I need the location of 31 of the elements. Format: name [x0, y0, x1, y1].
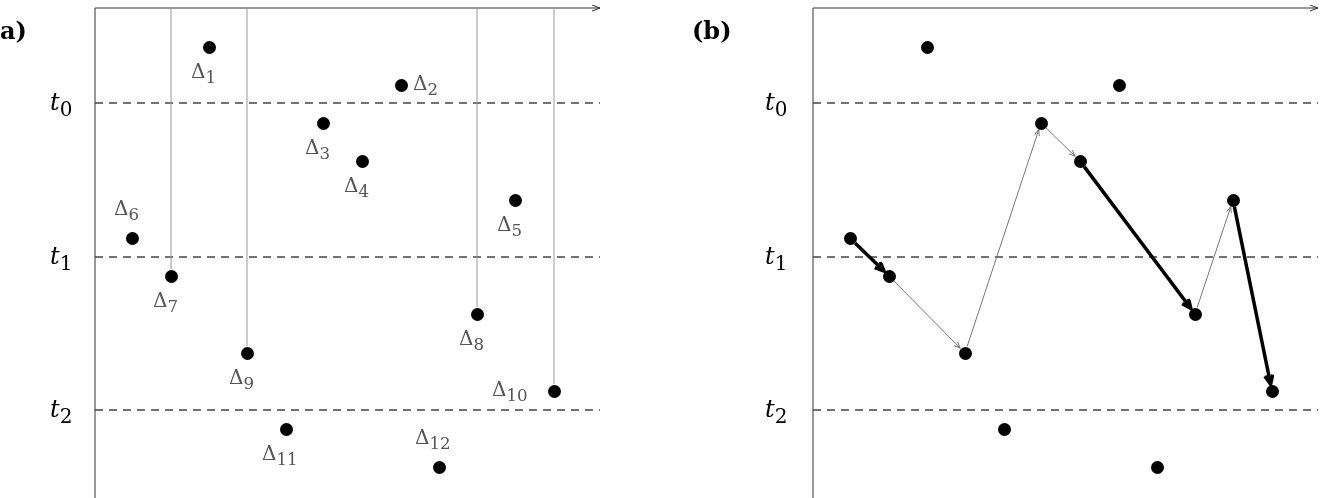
point-label: Δ$_{8}$ — [459, 326, 485, 354]
point-label: Δ$_{10}$ — [492, 377, 528, 405]
point-label: Δ$_{1}$ — [191, 59, 217, 87]
arrow — [966, 129, 1040, 347]
guide-line — [476, 7, 478, 308]
axis-label: t$_{0}$ — [765, 88, 788, 121]
point-label: Δ$_{4}$ — [344, 173, 370, 201]
panel-label: (b) — [692, 16, 732, 45]
arrow — [853, 241, 886, 273]
axis-label: t$_{1}$ — [765, 242, 788, 275]
point-label: Δ$_{6}$ — [114, 196, 140, 224]
arrow — [1232, 206, 1275, 386]
point-label: Δ$_{12}$ — [415, 425, 451, 453]
point-label: Δ$_{11}$ — [262, 441, 298, 469]
arrow — [1196, 206, 1232, 308]
point-label: Δ$_{5}$ — [497, 212, 523, 240]
guide-line — [170, 7, 172, 270]
axis-label: t$_{0}$ — [50, 88, 73, 121]
guide-line — [246, 7, 248, 347]
axis-label: t$_{2}$ — [765, 395, 788, 428]
guide-line — [553, 7, 555, 385]
arrow — [1082, 165, 1193, 311]
point-label: Δ$_{7}$ — [153, 288, 179, 316]
panel-label: a) — [0, 16, 27, 45]
axis-label: t$_{2}$ — [50, 395, 73, 428]
arrow — [893, 280, 961, 349]
point-label: Δ$_{3}$ — [305, 135, 331, 163]
point-label: Δ$_{2}$ — [413, 71, 439, 99]
arrow — [1045, 127, 1076, 157]
point-label: Δ$_{9}$ — [229, 365, 255, 393]
axis-label: t$_{1}$ — [50, 242, 73, 275]
